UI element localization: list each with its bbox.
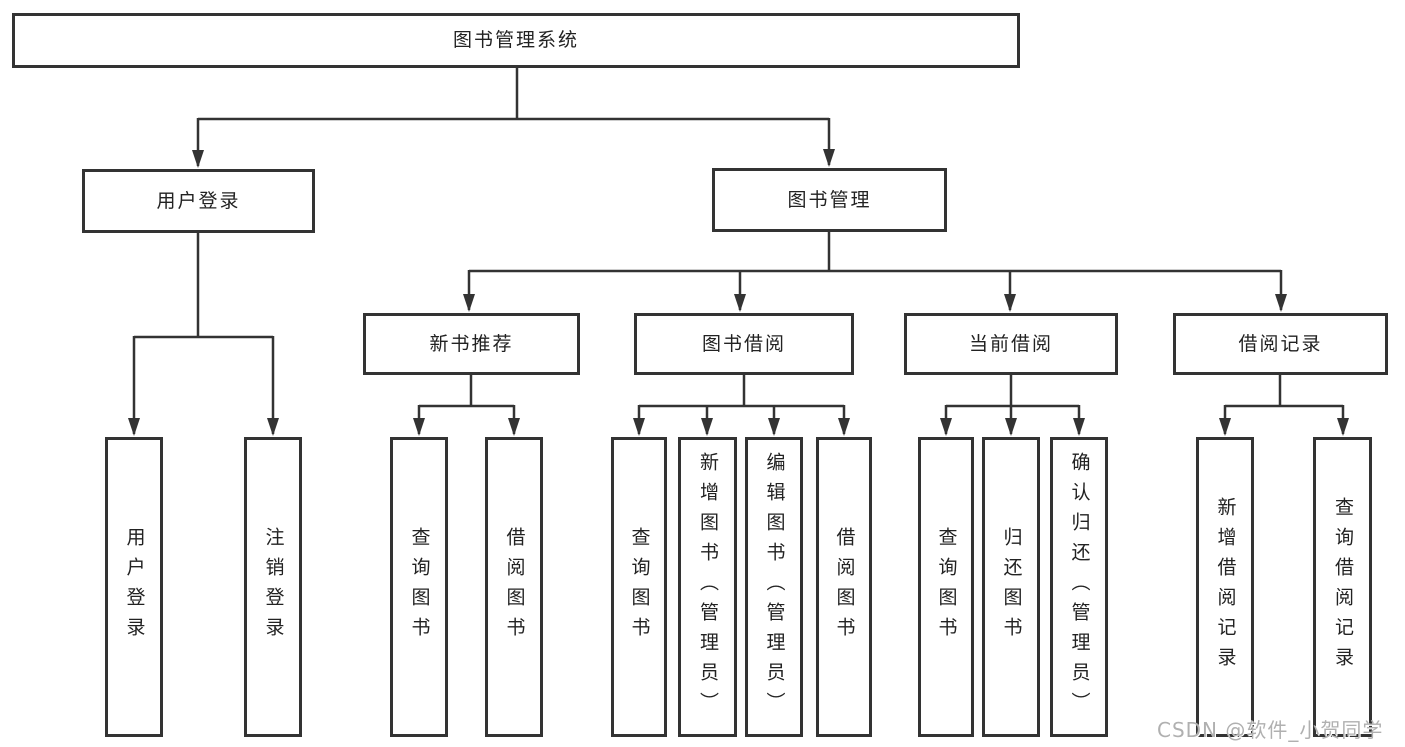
node-book-borrow: 图书借阅 — [634, 313, 854, 375]
leaf-borrow-books-recommend: 借阅图书 — [485, 437, 543, 737]
watermark: CSDN @软件_小贺同学 — [1157, 718, 1384, 742]
node-root: 图书管理系统 — [12, 13, 1020, 68]
node-book-management: 图书管理 — [712, 168, 947, 232]
node-borrow-records: 借阅记录 — [1173, 313, 1388, 375]
book-management-connectors — [463, 232, 1287, 312]
leaf-confirm-return-admin: 确认归还（管理员） — [1050, 437, 1108, 737]
node-current-borrow: 当前借阅 — [904, 313, 1118, 375]
user-login-connectors — [128, 233, 279, 436]
root-connectors — [192, 68, 835, 168]
leaf-add-borrow-record: 新增借阅记录 — [1196, 437, 1254, 737]
leaf-add-book-admin: 新增图书（管理员） — [678, 437, 737, 737]
node-user-login-branch: 用户登录 — [82, 169, 315, 233]
leaf-query-books-current: 查询图书 — [918, 437, 974, 737]
new-book-recommend-connectors — [413, 375, 520, 436]
node-new-book-recommend: 新书推荐 — [363, 313, 580, 375]
leaf-borrow-books: 借阅图书 — [816, 437, 872, 737]
leaf-query-books-borrow: 查询图书 — [611, 437, 667, 737]
leaf-query-books-recommend: 查询图书 — [390, 437, 448, 737]
leaf-return-book: 归还图书 — [982, 437, 1040, 737]
leaf-query-borrow-record: 查询借阅记录 — [1313, 437, 1372, 737]
current-borrow-connectors — [940, 375, 1085, 436]
leaf-user-login: 用户登录 — [105, 437, 163, 737]
leaf-edit-book-admin: 编辑图书（管理员） — [745, 437, 803, 737]
leaf-logout: 注销登录 — [244, 437, 302, 737]
borrow-records-connectors — [1219, 375, 1349, 436]
book-borrow-connectors — [633, 375, 850, 436]
